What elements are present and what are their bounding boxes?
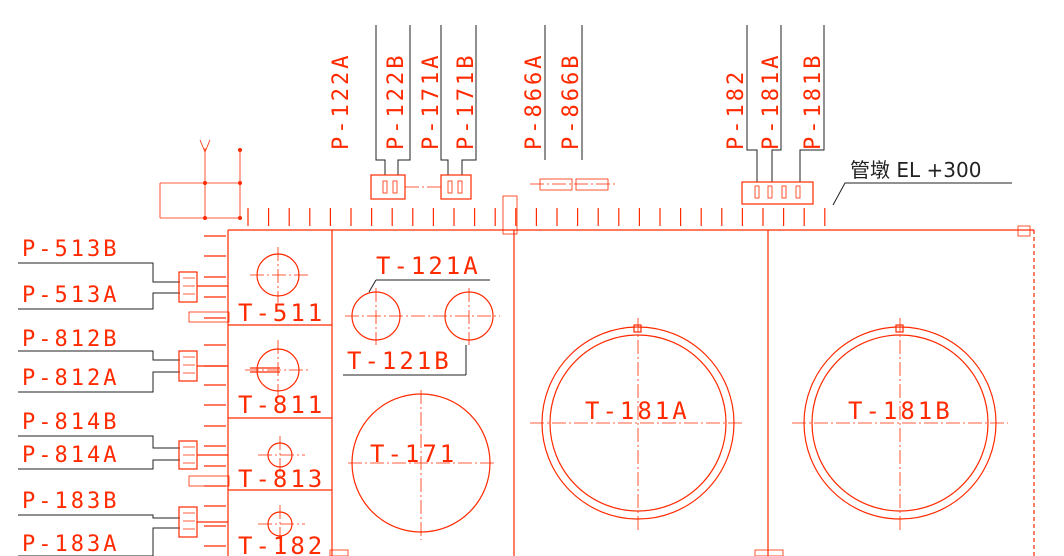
pump-label-p-866a: P-866A	[522, 53, 547, 150]
pump-label-p-181a: P-181A	[759, 53, 784, 150]
tank-t-182: T-182	[238, 505, 325, 556]
pump-label-p-182: P-182	[724, 69, 749, 150]
tank-label-t-121b: T-121B	[347, 347, 452, 375]
tank-t-813: T-813	[238, 436, 325, 493]
top-pump-group-2: P-866A P-866B	[522, 25, 615, 191]
pump-label-p-812b: P-812B	[22, 327, 119, 352]
pump-label-p-814a: P-814A	[22, 443, 119, 468]
tank-t-811: T-811	[238, 340, 325, 419]
pump-label-p-122a: P-122A	[329, 53, 354, 150]
pipe-pier-note: 管墩 EL +300	[832, 158, 1012, 206]
tank-t-511: T-511	[238, 247, 325, 327]
pier-elevation-label: 管墩 EL +300	[850, 158, 981, 182]
left-pipe-ticks	[204, 235, 226, 547]
pump-label-p-122b: P-122B	[384, 53, 409, 150]
small-support-structure	[159, 139, 242, 220]
pump-label-p-814b: P-814B	[22, 410, 119, 435]
pump-label-p-181b: P-181B	[801, 53, 826, 150]
tank-label-t-181b: T-181B	[848, 397, 953, 425]
tank-label-t-182: T-182	[238, 532, 325, 556]
tank-t-181a: T-181A	[530, 318, 745, 530]
tank-label-t-121a: T-121A	[376, 252, 481, 280]
left-pump-513: P-513B P-513A	[18, 237, 198, 310]
left-pump-183: P-183B P-183A	[18, 489, 198, 556]
tank-label-t-813: T-813	[238, 465, 325, 493]
tank-t-181b: T-181B	[792, 318, 1008, 530]
pipe-pier-ticks	[247, 208, 826, 226]
support-node	[203, 216, 207, 220]
support-node	[238, 181, 242, 185]
tank-t-171: T-171	[348, 390, 495, 540]
tank-label-t-811: T-811	[238, 391, 325, 419]
tank-label-t-171: T-171	[370, 440, 457, 468]
left-pipe-stubs	[188, 285, 230, 523]
pump-label-p-513a: P-513A	[22, 283, 119, 308]
left-pump-812: P-812B P-812A	[18, 327, 198, 393]
left-pump-814: P-814B P-814A	[18, 410, 198, 470]
pump-label-p-171b: P-171B	[454, 53, 479, 150]
tank-label-t-511: T-511	[238, 299, 325, 327]
pump-label-p-513b: P-513B	[22, 237, 119, 262]
tank-t-121a-b: T-121A T-121B	[343, 252, 500, 376]
pump-label-p-171a: P-171A	[419, 53, 444, 150]
pump-label-p-183b: P-183B	[22, 489, 119, 514]
support-node	[238, 216, 242, 220]
tank-label-t-181a: T-181A	[585, 397, 690, 425]
pump-label-p-183a: P-183A	[22, 532, 119, 556]
pump-label-p-812a: P-812A	[22, 366, 119, 391]
tank-farm-outline	[227, 195, 1035, 556]
support-node	[238, 148, 242, 152]
pump-label-p-866b: P-866B	[559, 53, 584, 150]
support-node	[203, 181, 207, 185]
top-pump-group-1: P-122A P-122B P-171A P-171B	[329, 25, 479, 200]
top-pump-group-3: P-182 P-181A P-181B	[724, 25, 826, 205]
